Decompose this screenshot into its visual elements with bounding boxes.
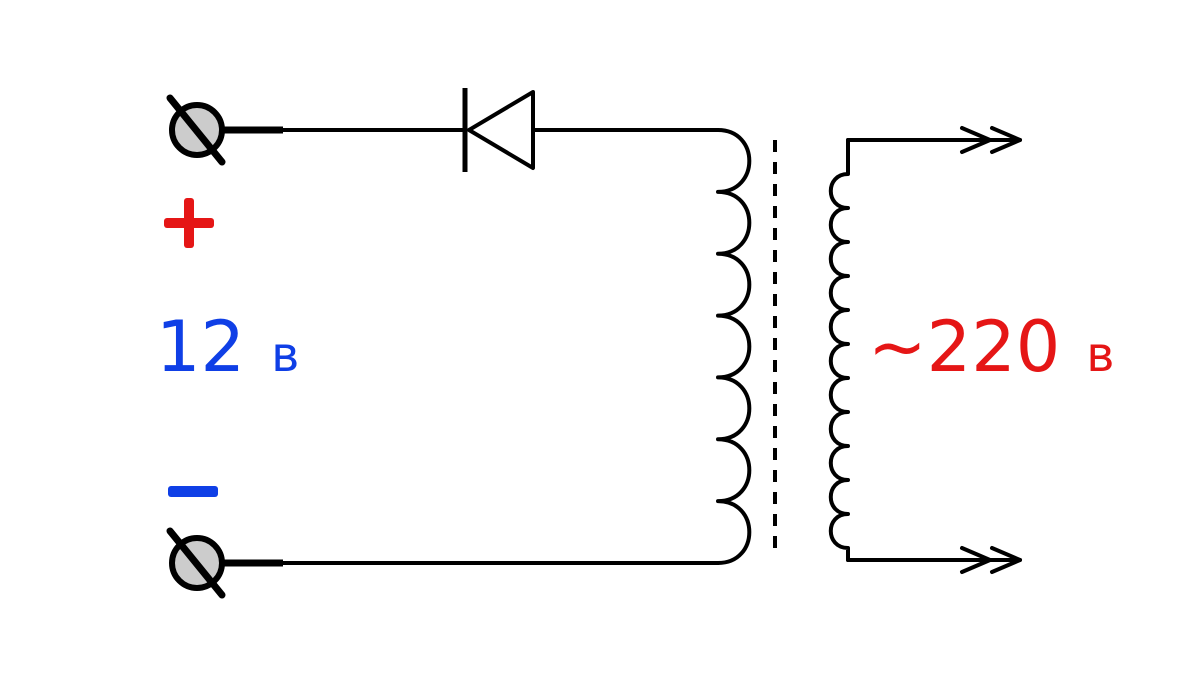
primary-voltage: 12	[156, 306, 246, 388]
secondary-coil	[829, 138, 850, 562]
primary-voltage-unit: в	[271, 327, 300, 383]
primary-coil	[716, 128, 752, 565]
diode	[410, 88, 535, 172]
positive-terminal	[166, 94, 226, 166]
minus-sign	[168, 486, 218, 497]
secondary-voltage-unit: в	[1086, 327, 1115, 383]
output-top	[846, 126, 1022, 154]
secondary-voltage: ~220	[868, 306, 1061, 388]
plus-sign	[164, 198, 214, 248]
output-bottom	[846, 546, 1022, 574]
negative-terminal	[166, 527, 226, 599]
